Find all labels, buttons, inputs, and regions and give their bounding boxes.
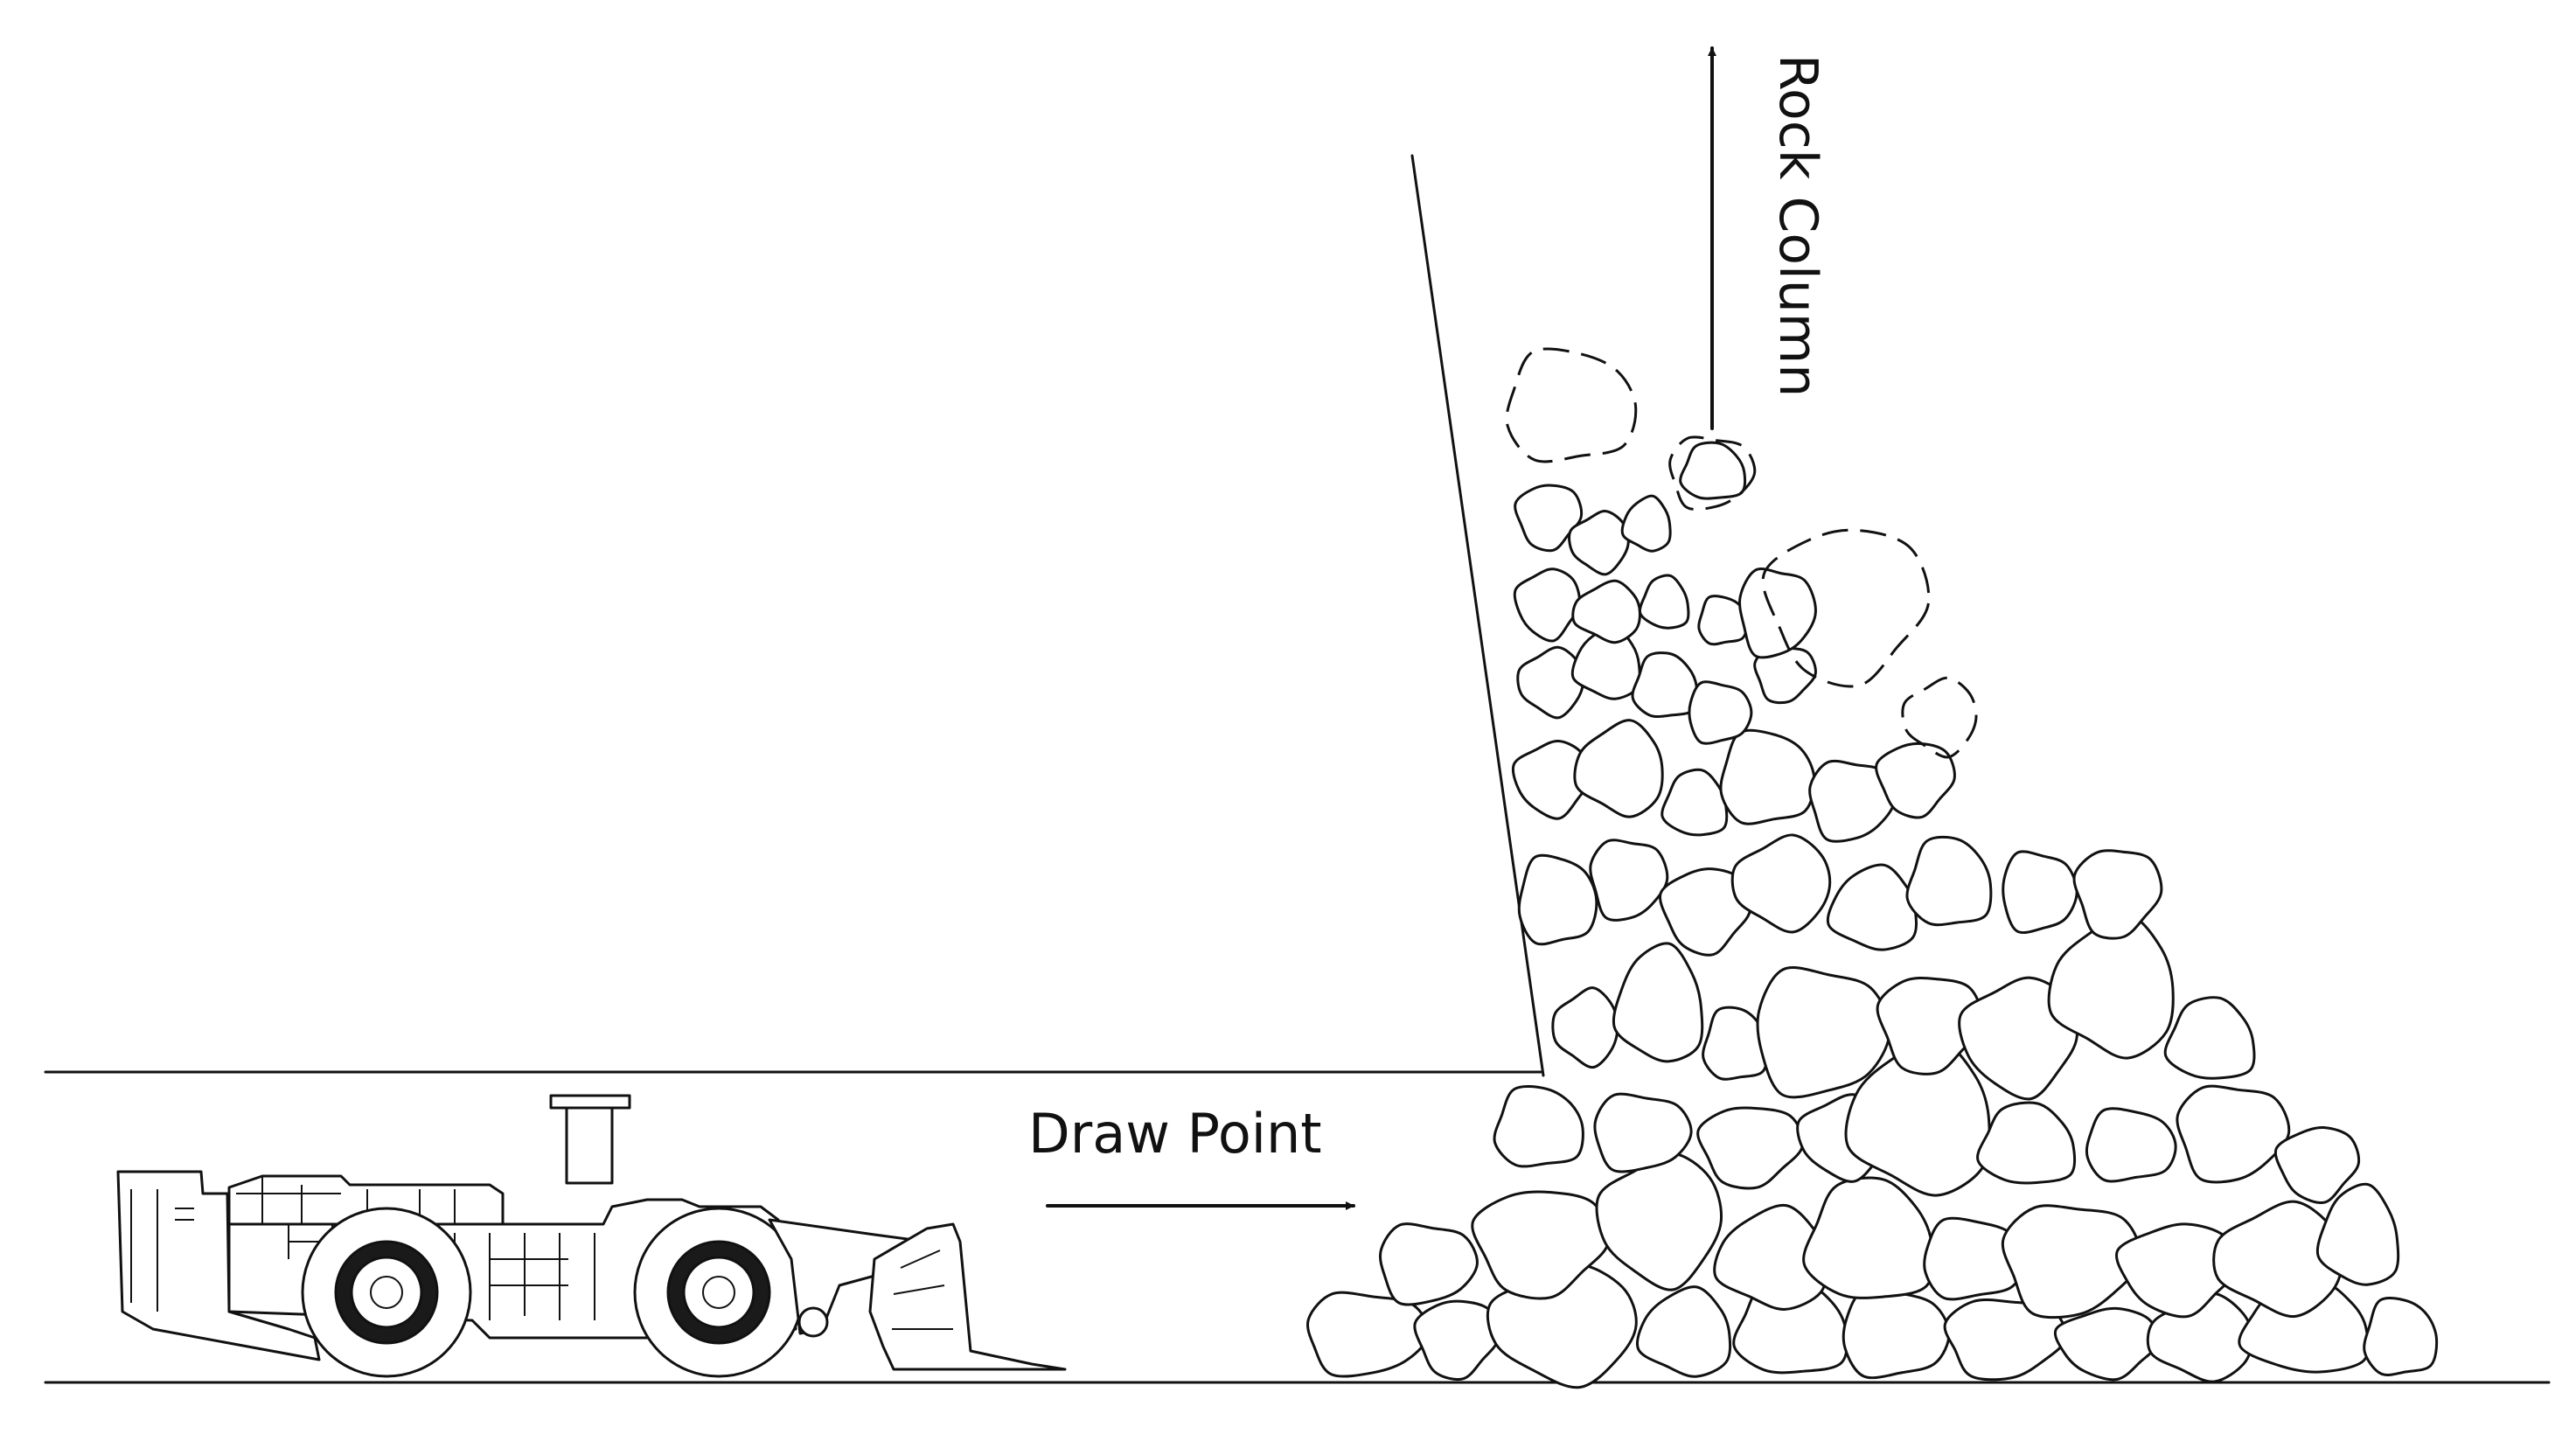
rock-column-label: Rock Column [1767, 54, 1828, 397]
rock [1660, 768, 1729, 837]
rock [1413, 1299, 1500, 1382]
rock [1511, 739, 1591, 820]
rock [2002, 850, 2078, 935]
rock [1514, 484, 1584, 553]
draw-point-label: Draw Point [1028, 1102, 1322, 1166]
rock [1516, 645, 1585, 720]
loader-canopy [549, 1094, 631, 1110]
rock [1636, 1285, 1732, 1378]
rock [1589, 839, 1669, 922]
rock [1713, 1203, 1828, 1311]
rock [1517, 853, 1598, 946]
rock [1659, 867, 1752, 957]
rock [1876, 977, 1984, 1076]
rock [1688, 680, 1753, 745]
rock [2176, 1084, 2291, 1184]
rock [2047, 913, 2175, 1060]
rock [1551, 986, 1619, 1069]
rock [2315, 1182, 2400, 1286]
loader-bucket [868, 1222, 1067, 1371]
rock [1905, 835, 1993, 927]
rock [2163, 996, 2256, 1080]
rock [2053, 1306, 2160, 1382]
rock [1923, 1216, 2027, 1301]
rock [1595, 1152, 1723, 1291]
rock-outline-dashed [1668, 435, 1757, 512]
rock-outline-dashed [1901, 676, 1978, 759]
rock [1841, 1287, 1951, 1380]
rock [1802, 1176, 1935, 1299]
rock [2273, 1125, 2361, 1204]
rock [1875, 741, 1956, 819]
rock-outline-dashed [1505, 347, 1638, 463]
rock [1753, 645, 1817, 705]
rock [1378, 1222, 1479, 1306]
rock [2001, 1204, 2142, 1319]
rock [1568, 510, 1630, 576]
rock [1808, 759, 1897, 843]
rock [1756, 966, 1891, 1099]
rock [1719, 728, 1816, 825]
rock [1697, 595, 1749, 646]
rock [2072, 849, 2163, 940]
rock [1638, 574, 1690, 630]
rock [1471, 1190, 1611, 1300]
rock [1571, 579, 1641, 644]
rock-outline-dashed [1761, 528, 1931, 688]
loader-vehicle [116, 1094, 1067, 1378]
rock [1976, 1101, 2077, 1185]
rock [2363, 1297, 2439, 1376]
rock [1738, 567, 1817, 659]
rock [2212, 1200, 2344, 1319]
rock [1679, 441, 1747, 500]
rock [1696, 1106, 1805, 1190]
rock [2115, 1222, 2239, 1319]
loader-rear-body [116, 1170, 321, 1361]
rock [1730, 833, 1832, 934]
rock-pile [1306, 347, 2439, 1389]
rock [1593, 1092, 1693, 1173]
rock [2085, 1107, 2177, 1183]
rock [1631, 651, 1699, 719]
rock [1826, 863, 1918, 951]
rock [1493, 1084, 1584, 1168]
rock [1702, 1006, 1769, 1081]
rock [1612, 942, 1704, 1063]
rock [1513, 567, 1581, 643]
rock [1620, 494, 1672, 553]
rock [1573, 719, 1664, 818]
